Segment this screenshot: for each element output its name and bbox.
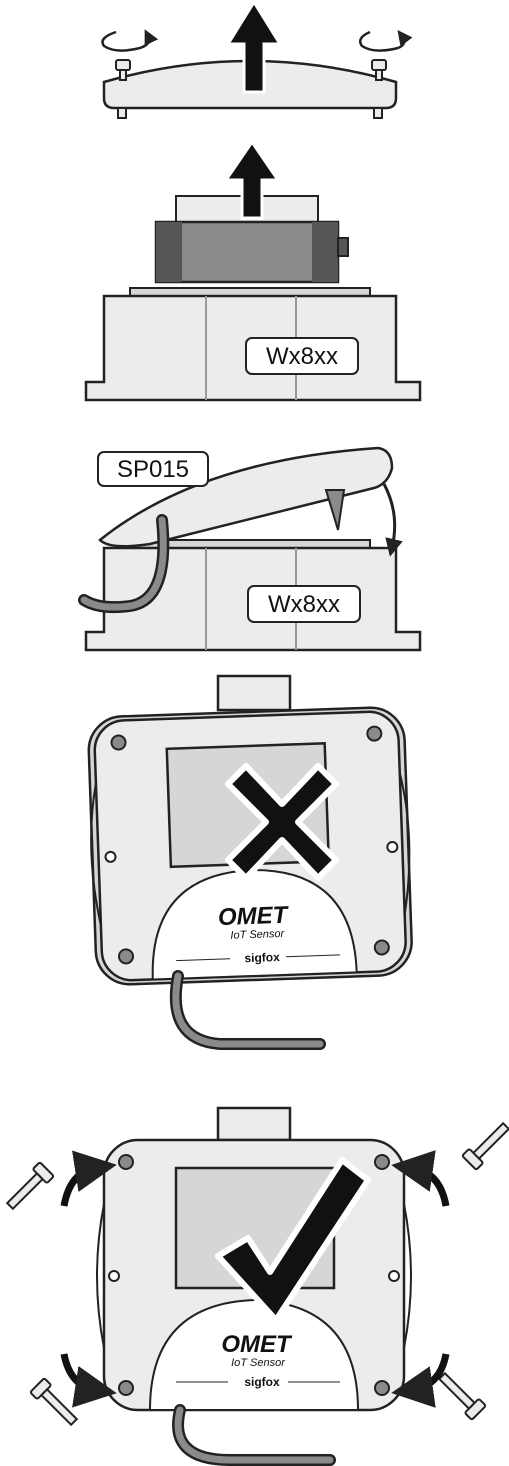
brand-logo: OMET <box>218 902 291 931</box>
probe-label-box <box>97 451 209 487</box>
probe-mount <box>216 674 292 712</box>
checkmark-icon <box>215 1157 371 1323</box>
step-remove-lid <box>101 0 413 119</box>
arrow-right-icon <box>60 1150 117 1207</box>
screw-icon <box>437 1371 487 1421</box>
screw-icon <box>29 1377 79 1427</box>
brand-logo: OMET <box>221 1331 293 1358</box>
rotate-icon <box>359 29 413 52</box>
probe-label: SP015 <box>117 456 189 483</box>
arrow-up-icon <box>225 0 283 94</box>
cross-icon <box>225 763 339 881</box>
brand-sub: IoT Sensor <box>230 928 286 942</box>
network-label: sigfox <box>244 1375 280 1389</box>
brand-sub: IoT Sensor <box>231 1357 286 1369</box>
model-label: Wx8xx <box>266 343 338 370</box>
step-correct-seating: OMET IoT Sensor sigfox <box>5 1106 509 1466</box>
model-label-box <box>247 585 361 623</box>
device-cable-core <box>174 1406 334 1464</box>
device-cable-core <box>172 972 324 1048</box>
network-label: sigfox <box>244 950 280 965</box>
arrow-up-icon <box>223 139 281 220</box>
screw-head-right <box>371 59 387 81</box>
probe-mount <box>216 1106 292 1142</box>
step-insert-module: Wx8xx <box>84 139 422 402</box>
screw-head-left <box>115 59 131 81</box>
arrow-left-icon <box>391 1150 450 1207</box>
arrow-right-icon <box>60 1353 117 1408</box>
device-cable <box>169 970 326 1050</box>
model-label: Wx8xx <box>268 591 340 618</box>
step-wrong-seating: OMET IoT Sensor sigfox <box>87 674 413 1050</box>
arrow-left-icon <box>391 1353 450 1408</box>
rotate-icon <box>101 29 159 52</box>
probe-cable-core <box>80 516 167 611</box>
step-attach-probe: SP015 Wx8xx <box>78 446 422 652</box>
arrow-down-icon <box>382 483 403 557</box>
module <box>154 220 349 284</box>
model-label-box <box>245 337 359 375</box>
screw-icon <box>5 1161 55 1211</box>
screw-icon <box>461 1121 509 1171</box>
